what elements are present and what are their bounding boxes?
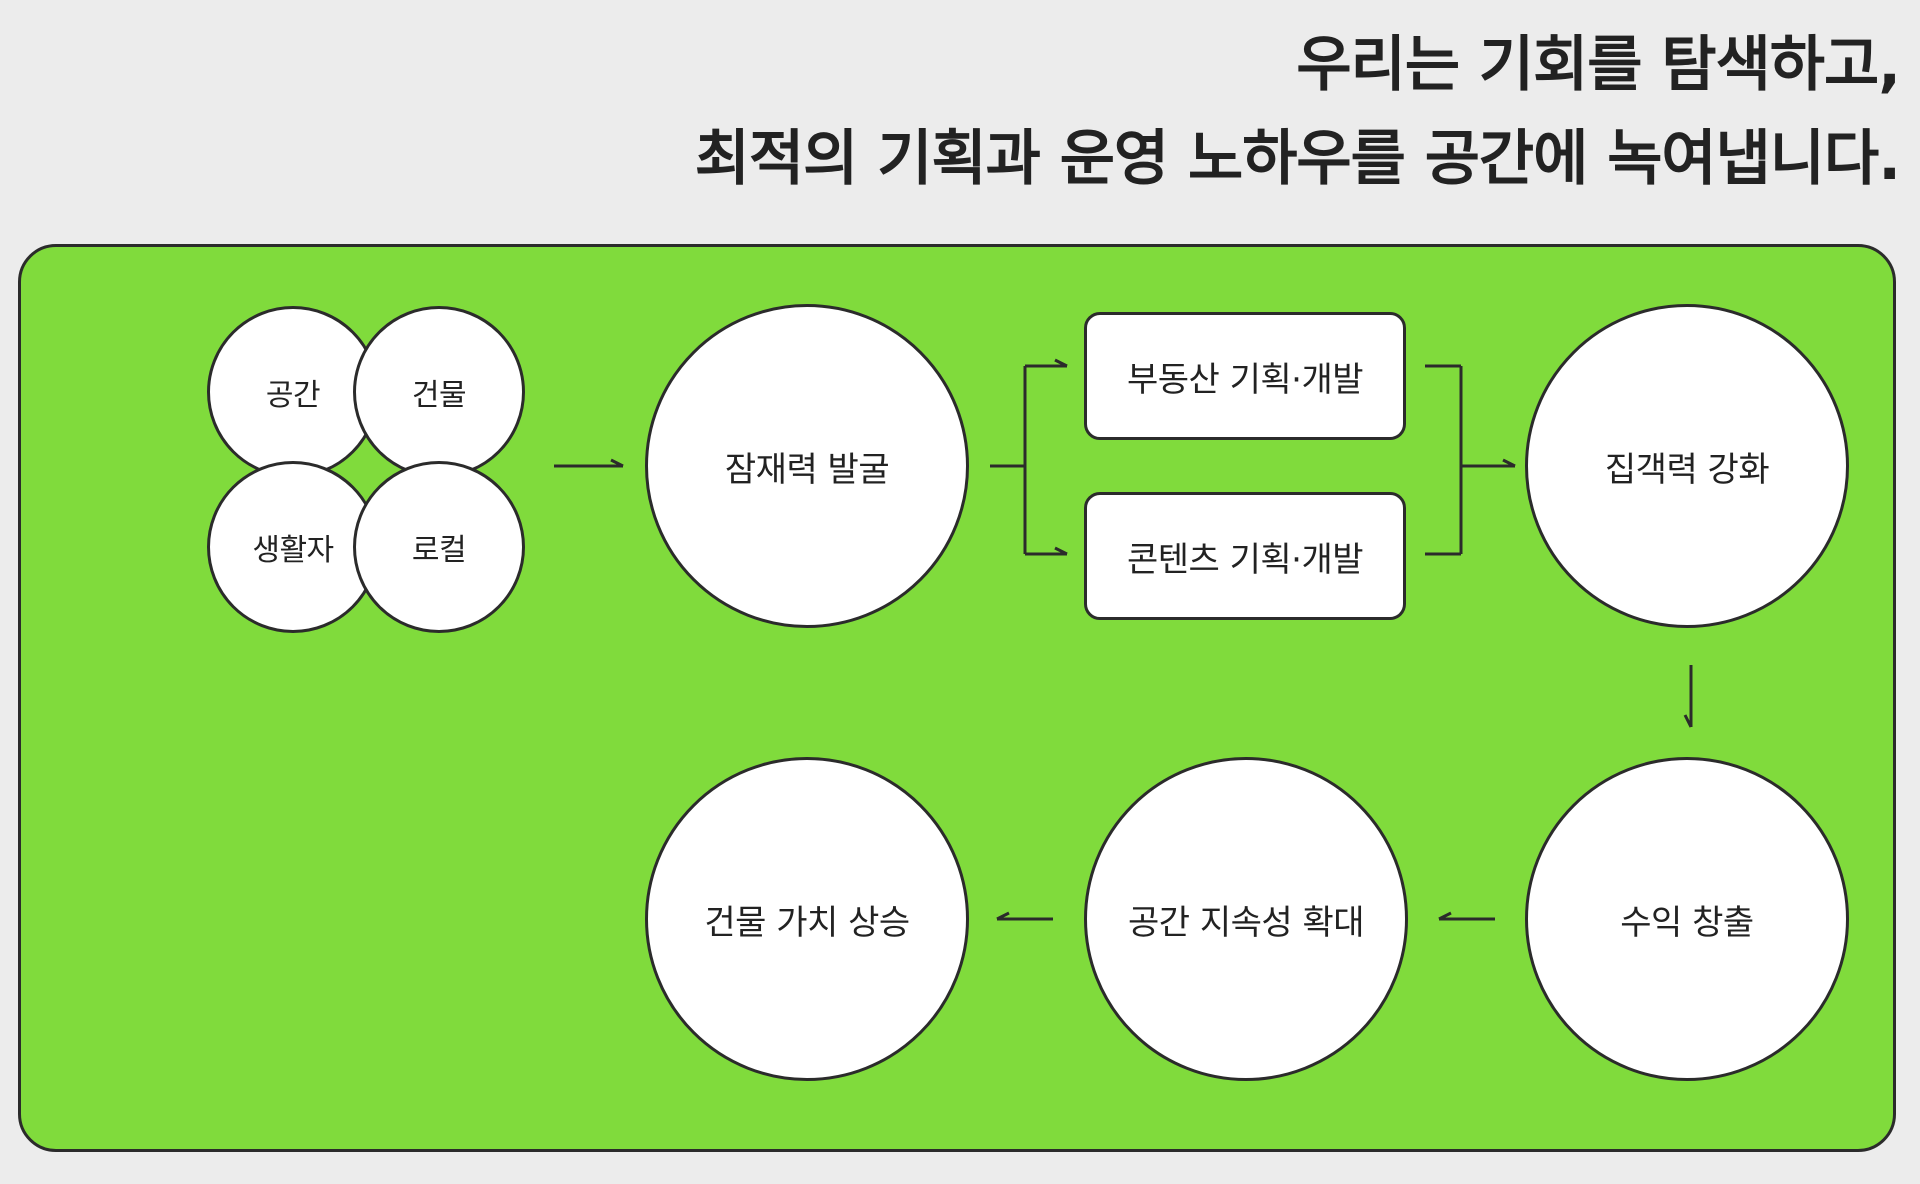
merge-branches-to-attract [1425, 364, 1516, 556]
node-building-value: 건물 가치 상승 [645, 757, 969, 1081]
node-discover-potential: 잠재력 발굴 [645, 304, 969, 628]
node-sustainability: 공간 지속성 확대 [1084, 757, 1408, 1081]
node-attract-visitors: 집객력 강화 [1525, 304, 1849, 628]
headline: 우리는 기회를 탐색하고, 최적의 기획과 운영 노하우를 공간에 녹여냅니다. [694, 18, 1901, 206]
node-revenue: 수익 창출 [1525, 757, 1849, 1081]
branch-real-estate: 부동산 기획·개발 [1084, 312, 1406, 440]
arrow-sustain-to-value [996, 911, 1053, 921]
arrow-revenue-to-sustain [1438, 911, 1495, 921]
arrow-inputs-to-discover [554, 458, 624, 468]
connector-lines [554, 358, 1693, 921]
input-circle-resident: 생활자 [207, 461, 379, 633]
branch-content: 콘텐츠 기획·개발 [1084, 492, 1406, 620]
process-diagram-panel: 공간 건물 생활자 로컬 잠재력 발굴 부동산 기획·개발 콘텐츠 기획·개발 … [18, 244, 1896, 1152]
headline-line-1: 우리는 기회를 탐색하고, [1296, 30, 1901, 100]
input-circle-building: 건물 [353, 306, 525, 478]
arrow-attract-to-revenue [1683, 665, 1693, 728]
input-circle-local: 로컬 [353, 461, 525, 633]
fork-discover-to-branches [990, 358, 1068, 556]
headline-line-2: 최적의 기획과 운영 노하우를 공간에 녹여냅니다. [694, 124, 1901, 194]
